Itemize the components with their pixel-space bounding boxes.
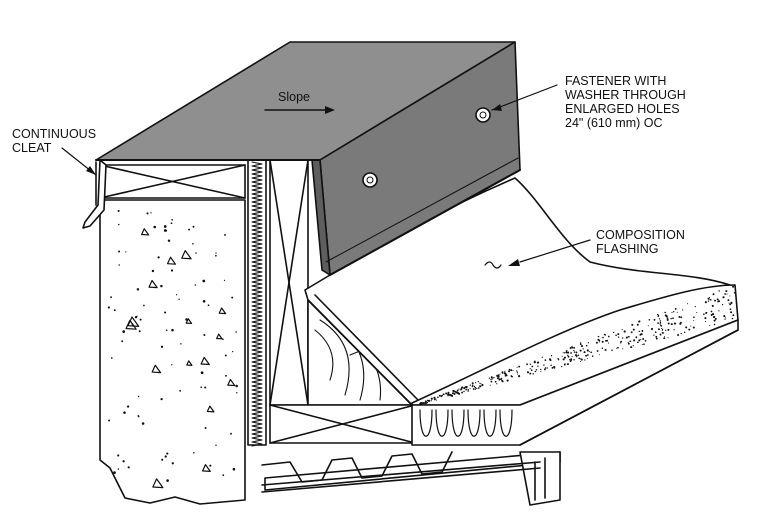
concrete-wall	[99, 199, 246, 505]
fastener-washer-icon	[362, 172, 378, 188]
wood-nailer-bottom	[269, 404, 416, 444]
wood-nailer-vertical	[269, 159, 309, 406]
wood-nailer-top	[99, 164, 246, 199]
composition-flashing-label-line2: FLASHING	[596, 242, 659, 256]
continuous-cleat	[82, 159, 107, 229]
fastener-label-line4: 24" (610 mm) OC	[565, 116, 663, 130]
composition-flashing-label-line1: COMPOSITION	[596, 228, 685, 242]
slope-label: Slope	[278, 90, 310, 104]
metal-edge-flashing	[95, 41, 521, 276]
insulation-strip	[247, 159, 267, 447]
slope-arrow-icon	[264, 106, 335, 114]
leader-lines	[61, 84, 591, 266]
steel-deck	[261, 451, 561, 506]
fastener-label-line1: FASTENER WITH	[565, 74, 667, 88]
fastener-washer-icon	[475, 107, 491, 123]
insulation-board	[411, 284, 739, 446]
continuous-cleat-label-line2: CLEAT	[12, 141, 52, 155]
fastener-label-line2: WASHER THROUGH	[565, 88, 686, 102]
continuous-cleat-label-line1: CONTINUOUS	[12, 127, 97, 141]
fastener-label-line3: ENLARGED HOLES	[565, 102, 680, 116]
